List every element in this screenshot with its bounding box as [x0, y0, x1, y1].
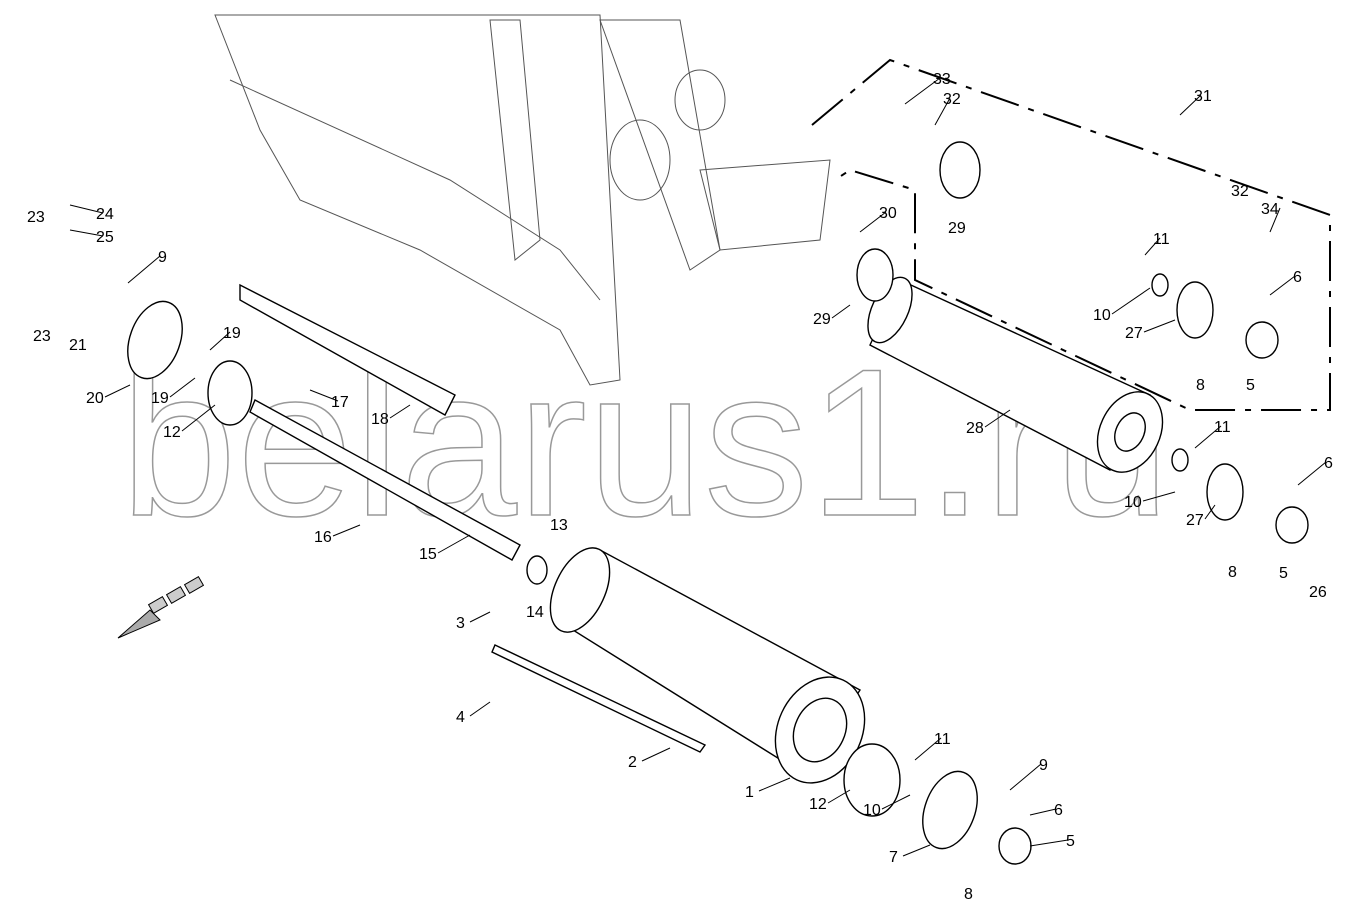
callout-leader-line	[332, 524, 361, 537]
bar	[239, 283, 456, 416]
callout-12: 12	[809, 796, 827, 813]
callout-leader-line	[881, 794, 911, 810]
callout-32: 32	[943, 91, 961, 108]
callout-27: 27	[1125, 325, 1143, 342]
shaft	[249, 399, 521, 561]
callout-14: 14	[526, 604, 544, 621]
callout-11: 11	[1153, 231, 1170, 248]
callout-leader-line	[104, 384, 131, 398]
callout-21: 21	[69, 337, 87, 354]
callout-leader-line	[1194, 425, 1222, 449]
callout-24: 24	[96, 206, 114, 223]
callout-9: 9	[158, 249, 167, 266]
callout-leader-line	[859, 211, 887, 233]
callout-leader-line	[1204, 504, 1216, 520]
callout-leader-line	[1029, 808, 1057, 816]
callout-16: 16	[314, 529, 332, 546]
callout-10: 10	[863, 802, 881, 819]
callout-leader-line	[69, 229, 104, 237]
callout-5: 5	[1066, 833, 1075, 850]
machine-frame	[214, 14, 831, 386]
callout-leader-line	[1179, 94, 1202, 116]
callout-4: 4	[456, 709, 465, 726]
callout-leader-line	[1029, 839, 1069, 847]
callout-1: 1	[745, 784, 754, 801]
callout-11: 11	[1214, 419, 1231, 436]
callout-6: 6	[1293, 269, 1302, 286]
callout-11: 11	[934, 731, 951, 748]
callout-34: 34	[1261, 201, 1279, 218]
callout-leader-line	[831, 304, 851, 319]
callout-26: 26	[1309, 584, 1327, 601]
callout-leader-line	[1297, 461, 1327, 486]
callout-15: 15	[419, 546, 437, 563]
callout-31: 31	[1194, 88, 1212, 105]
callout-leader-line	[169, 377, 196, 398]
callout-leader-line	[1143, 319, 1176, 333]
callout-19: 19	[223, 325, 241, 342]
hubs	[127, 141, 1309, 865]
callout-12: 12	[163, 424, 181, 441]
callout-28: 28	[966, 420, 984, 437]
callout-8: 8	[1196, 377, 1205, 394]
callout-leader-line	[827, 789, 851, 804]
callout-8: 8	[1228, 564, 1237, 581]
callout-8: 8	[964, 886, 973, 903]
callout-leader-line	[469, 701, 491, 717]
callout-leader-line	[1144, 237, 1161, 256]
callout-leader-line	[1269, 207, 1281, 233]
callout-leader-line	[469, 611, 491, 623]
callout-18: 18	[371, 411, 389, 428]
callout-23: 23	[33, 328, 51, 345]
callout-25: 25	[96, 229, 114, 246]
callout-7: 7	[889, 849, 898, 866]
callout-leader-line	[181, 404, 216, 432]
callout-13: 13	[550, 517, 568, 534]
kit-boundary	[811, 58, 1331, 411]
callout-leader-line	[904, 77, 941, 105]
callout-leader-line	[1269, 275, 1296, 296]
callout-leader-line	[641, 747, 671, 762]
callout-leader-line	[1111, 287, 1151, 315]
callout-3: 3	[456, 615, 465, 632]
lower-drum	[549, 547, 866, 784]
callout-6: 6	[1324, 455, 1333, 472]
callout-leader-line	[389, 404, 411, 419]
callout-leader-line	[437, 534, 471, 554]
callout-20: 20	[86, 390, 104, 407]
callout-23: 23	[27, 209, 45, 226]
callout-leader-line	[902, 844, 931, 857]
callout-27: 27	[1186, 512, 1204, 529]
callout-6: 6	[1054, 802, 1063, 819]
callout-33: 33	[933, 71, 951, 88]
callout-19: 19	[151, 390, 169, 407]
callout-leader-line	[69, 204, 104, 214]
callout-29: 29	[813, 311, 831, 328]
knife	[491, 644, 707, 753]
callout-leader-line	[984, 409, 1011, 428]
callout-leader-line	[1009, 763, 1042, 791]
callout-5: 5	[1246, 377, 1255, 394]
callout-29: 29	[948, 220, 966, 237]
callout-10: 10	[1124, 494, 1142, 511]
callout-leader-line	[914, 737, 942, 761]
callout-9: 9	[1039, 757, 1048, 774]
callout-2: 2	[628, 754, 637, 771]
callout-leader-line	[309, 389, 339, 402]
callout-10: 10	[1093, 307, 1111, 324]
callout-17: 17	[331, 394, 349, 411]
direction-arrow-icon	[117, 575, 205, 639]
callout-leader-line	[209, 331, 231, 351]
callout-5: 5	[1279, 565, 1288, 582]
callout-leader-line	[758, 777, 791, 792]
callout-32: 32	[1231, 183, 1249, 200]
callout-leader-line	[1142, 491, 1176, 502]
callout-leader-line	[934, 97, 951, 126]
callout-leader-line	[127, 255, 161, 284]
callout-30: 30	[879, 205, 897, 222]
